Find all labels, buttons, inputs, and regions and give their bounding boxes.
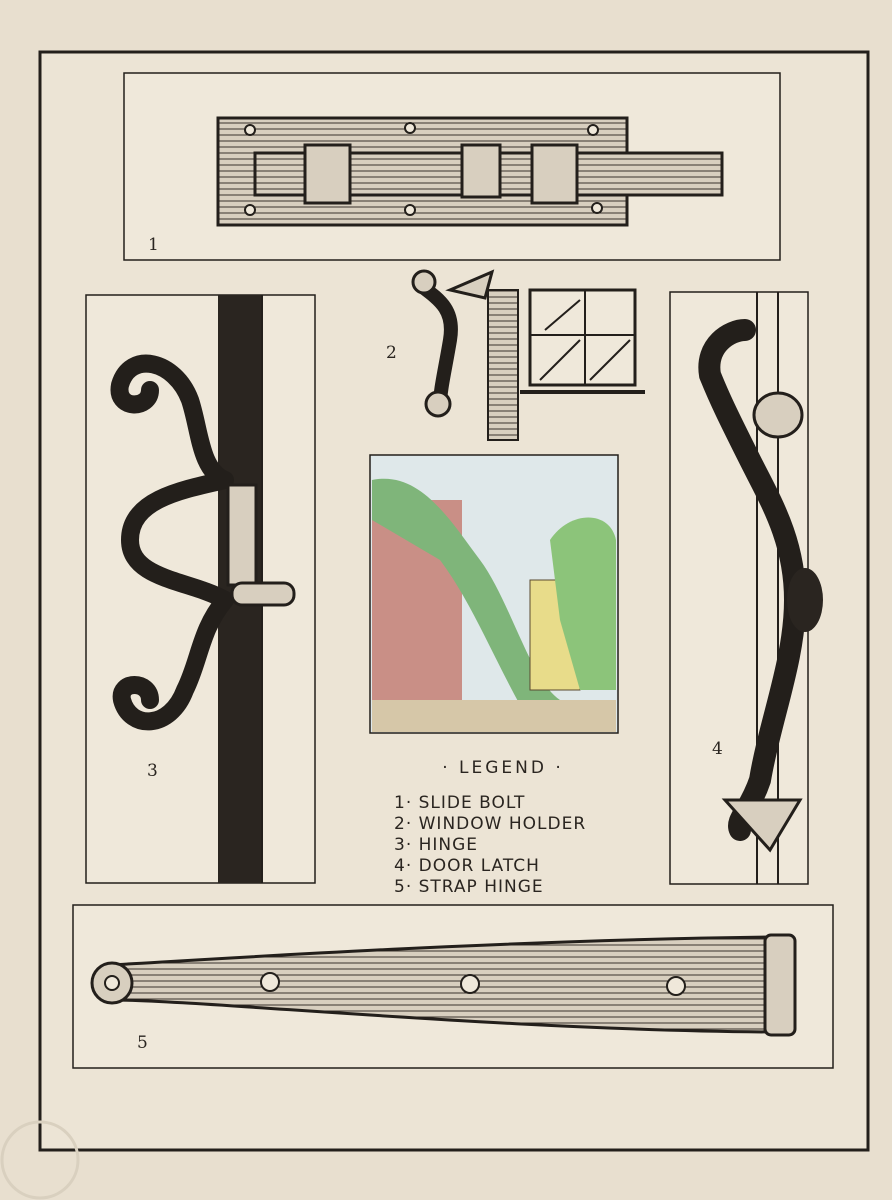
- plate-number-2: 2: [386, 343, 397, 363]
- door-latch-drawing: [669, 291, 823, 885]
- legend-item: 1· SLIDE BOLT: [394, 793, 526, 813]
- strap-hinge-drawing: [72, 904, 834, 1069]
- legend-item: 2· WINDOW HOLDER: [394, 814, 587, 834]
- legend: · LEGEND · 1· SLIDE BOLT 2· WINDOW HOLDE…: [388, 758, 618, 898]
- plate-number-4: 4: [712, 739, 723, 759]
- legend-item: 5· STRAP HINGE: [394, 877, 544, 897]
- legend-item: 4· DOOR LATCH: [394, 856, 540, 876]
- stamp-seal: [0, 1120, 80, 1200]
- courtyard-watercolor: [369, 454, 619, 734]
- plate-number-1: 1: [148, 235, 159, 255]
- legend-item: 3· HINGE: [394, 835, 479, 855]
- plate-number-5: 5: [137, 1033, 148, 1053]
- slide-bolt-drawing: [123, 72, 781, 261]
- hinge-drawing: [85, 294, 316, 884]
- legend-title: · LEGEND ·: [442, 758, 564, 778]
- plate-number-3: 3: [147, 761, 158, 781]
- window-holder-drawing: [411, 269, 645, 441]
